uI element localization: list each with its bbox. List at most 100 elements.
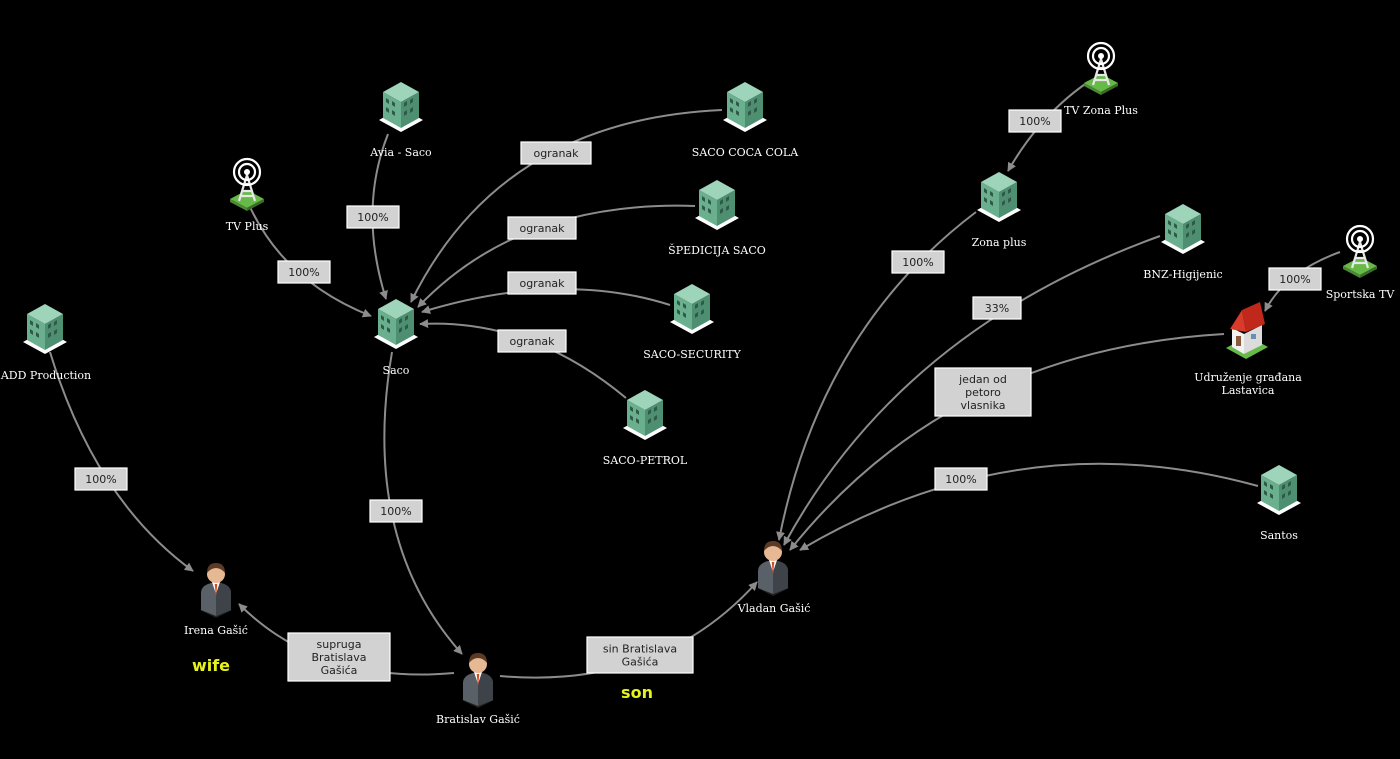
- edge-label-text: 100%: [85, 473, 116, 486]
- edge-label-security-saco[interactable]: ogranak: [507, 271, 577, 295]
- node-bnz[interactable]: BNZ-Higijenic: [1143, 204, 1223, 281]
- node-bratislav[interactable]: Bratislav Gašić: [436, 653, 520, 726]
- antenna-icon: [228, 157, 266, 213]
- edge-label-box: [369, 499, 423, 523]
- building-icon: [1257, 465, 1301, 515]
- node-label: Saco: [383, 364, 410, 377]
- edge-label-text: 33%: [985, 302, 1009, 315]
- node-label: Santos: [1260, 529, 1298, 542]
- edge-label-cocacola-saco[interactable]: ogranak: [520, 141, 592, 165]
- antenna-icon: [1341, 224, 1379, 280]
- node-saco[interactable]: Saco: [374, 299, 418, 377]
- edge-label-box: [277, 260, 331, 284]
- edge-label-petrol-saco[interactable]: ogranak: [497, 329, 567, 353]
- node-spedicija-saco[interactable]: ŠPEDICIJA SACO: [668, 180, 766, 257]
- edge-label-box: [1268, 267, 1322, 291]
- edge-label-text: ogranak: [533, 147, 579, 160]
- node-label: Lastavica: [1222, 384, 1275, 397]
- person-icon: [757, 541, 789, 596]
- edge-label-text: 100%: [288, 266, 319, 279]
- node-zona-plus[interactable]: Zona plus: [972, 172, 1027, 249]
- house-icon: [1226, 302, 1268, 359]
- node-santos[interactable]: Santos: [1257, 465, 1301, 542]
- building-icon: [374, 299, 418, 349]
- son-annotation: son: [621, 683, 653, 702]
- edge-label-text: supruga: [317, 638, 362, 651]
- edge-label-box: [520, 141, 592, 165]
- edge-label-text: sin Bratislava: [603, 643, 677, 656]
- building-icon: [695, 180, 739, 230]
- edge-label-tvzona-zona[interactable]: 100%: [1008, 109, 1062, 133]
- edge-label-box: [891, 250, 945, 274]
- edge-labels: 100% 100% 100% ogranak ogranak ogranak ogranak…: [74, 109, 1322, 682]
- edge-label-text: ogranak: [519, 277, 565, 290]
- edge-label-spedicija-saco[interactable]: ogranak: [507, 216, 577, 240]
- edge-label-box: [972, 296, 1022, 320]
- edge-label-box: [586, 636, 694, 674]
- wife-annotation: wife: [192, 656, 230, 675]
- building-icon: [1161, 204, 1205, 254]
- edge-label-zona-vladan[interactable]: 100%: [891, 250, 945, 274]
- edge-label-box: [497, 329, 567, 353]
- edge-santos-vladan[interactable]: [799, 462, 1259, 551]
- node-sportska-tv[interactable]: Sportska TV: [1326, 224, 1396, 301]
- edge-label-text: Bratislava: [312, 651, 367, 664]
- node-tv-zona-plus[interactable]: TV Zona Plus: [1064, 41, 1138, 117]
- node-avia-saco[interactable]: Avia - Saco: [369, 82, 432, 159]
- node-saco-petrol[interactable]: SACO-PETROL: [603, 390, 688, 467]
- edge-label-text: jedan od: [958, 373, 1007, 386]
- edge-label-text: petoro: [965, 386, 1001, 399]
- edge-label-box: [1008, 109, 1062, 133]
- edge-label-text: Gašića: [622, 656, 659, 669]
- edge-label-text: 100%: [1019, 115, 1050, 128]
- node-saco-security[interactable]: SACO-SECURITY: [643, 284, 741, 361]
- edge-label-tvplus-saco[interactable]: 100%: [277, 260, 331, 284]
- edge-label-box: [74, 467, 128, 491]
- building-icon: [623, 390, 667, 440]
- node-vladan[interactable]: Vladan Gašić: [737, 541, 811, 615]
- node-label: SACO-PETROL: [603, 454, 688, 467]
- node-label: ŠPEDICIJA SACO: [668, 243, 766, 257]
- edge-label-santos-vladan[interactable]: 100%: [934, 467, 988, 491]
- node-label: Zona plus: [972, 236, 1027, 249]
- node-label: Bratislav Gašić: [436, 713, 520, 726]
- edge-add-irena[interactable]: [49, 351, 194, 572]
- node-irena[interactable]: Irena Gašić: [184, 563, 248, 637]
- node-label: TV Plus: [226, 220, 269, 233]
- edge-label-text: 100%: [902, 256, 933, 269]
- edge-label-box: [346, 205, 400, 229]
- edge-label-text: vlasnika: [961, 399, 1006, 412]
- node-label: SACO-SECURITY: [643, 348, 741, 361]
- building-icon: [379, 82, 423, 132]
- edge-zona-vladan[interactable]: [776, 211, 977, 541]
- node-tv-plus[interactable]: TV Plus: [226, 157, 269, 233]
- edge-label-text: ogranak: [519, 222, 565, 235]
- node-add-production[interactable]: ADD Production: [0, 304, 91, 382]
- node-label: Sportska TV: [1326, 288, 1396, 301]
- node-saco-coca-cola[interactable]: SACO COCA COLA: [692, 82, 799, 159]
- node-label: Vladan Gašić: [737, 602, 811, 615]
- edge-label-avia-saco[interactable]: 100%: [346, 205, 400, 229]
- edge-bnz-vladan[interactable]: [783, 235, 1161, 546]
- edge-label-add-irena[interactable]: 100%: [74, 467, 128, 491]
- edge-label-sportska-udruzenje[interactable]: 100%: [1268, 267, 1322, 291]
- node-label: SACO COCA COLA: [692, 146, 799, 159]
- edge-label-text: 100%: [945, 473, 976, 486]
- node-label: BNZ-Higijenic: [1143, 268, 1222, 281]
- edge-label-box: [934, 467, 988, 491]
- edge-label-text: Gašića: [321, 664, 358, 677]
- edge-label-saco-bratislav[interactable]: 100%: [369, 499, 423, 523]
- edge-label-bnz-vladan[interactable]: 33%: [972, 296, 1022, 320]
- building-icon: [977, 172, 1021, 222]
- edge-label-box: [507, 216, 577, 240]
- node-label: Irena Gašić: [184, 624, 248, 637]
- edge-udruzenje-vladan[interactable]: [789, 333, 1225, 551]
- person-icon: [200, 563, 232, 618]
- edge-label-text: 100%: [357, 211, 388, 224]
